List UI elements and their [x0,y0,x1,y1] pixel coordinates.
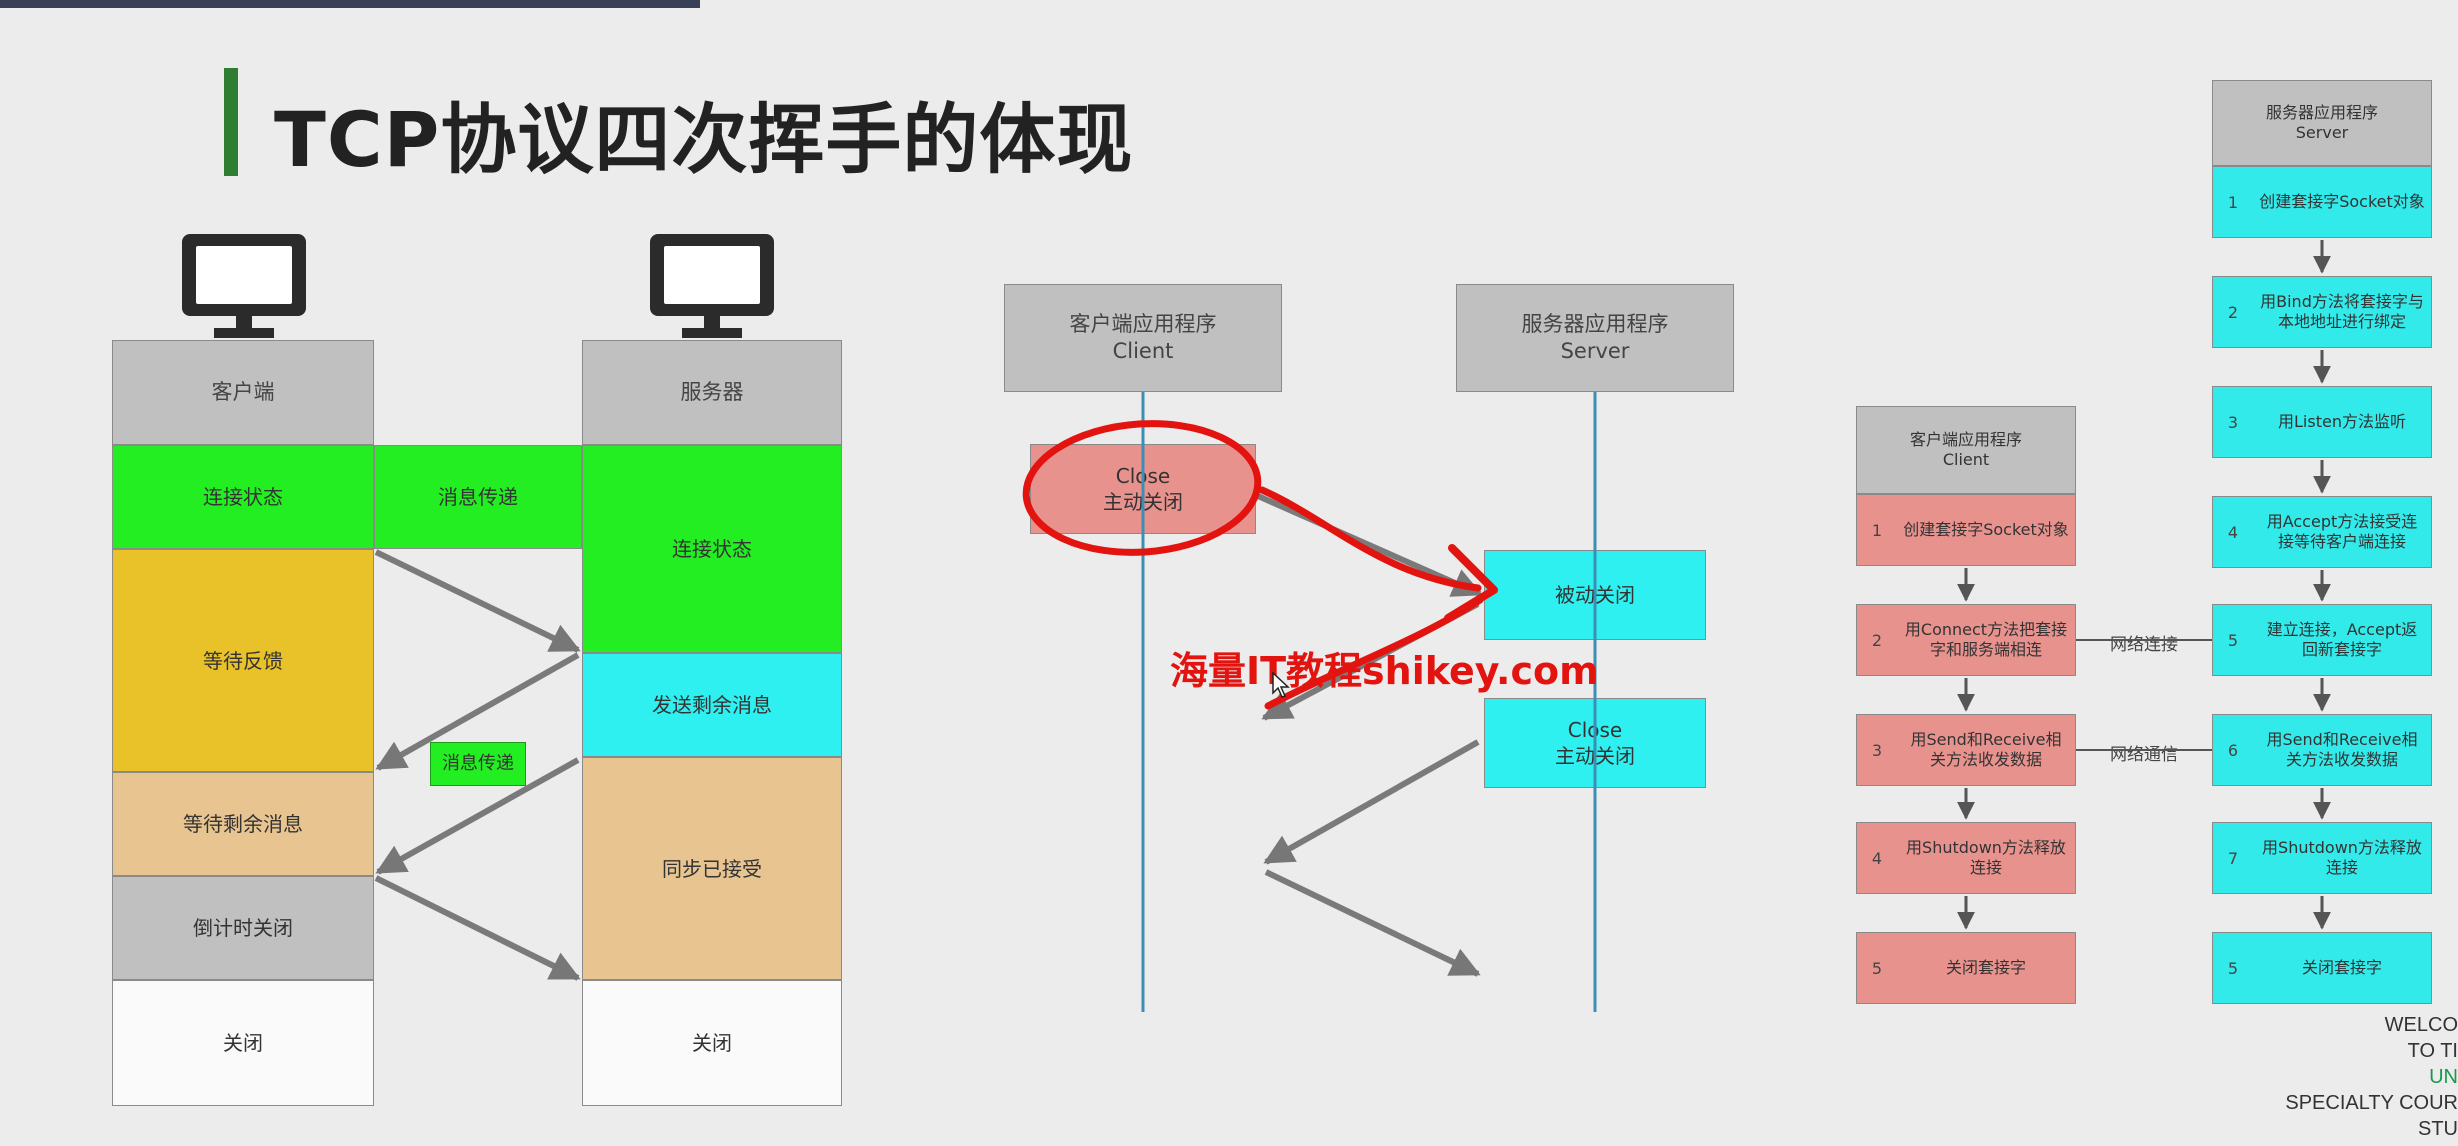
mouse-cursor-icon [1272,671,1290,698]
client-state-wait-remaining: 等待剩余消息 [112,772,374,876]
server-header: 服务器 [582,340,842,445]
client-state-wait-feedback: 等待反馈 [112,549,374,772]
message-transfer-label: 消息传递 [430,742,526,786]
flow-client-step-4-text: 用Shutdown方法释放连接 [1906,838,2066,877]
flow-client-step-3-num: 3 [1871,740,1883,760]
server-state-connected: 连接状态 [582,445,842,653]
flow-server-step-4: 4 用Accept方法接受连接等待客户端连接 [2212,496,2432,568]
flow-server-step-5-num: 5 [2227,630,2239,650]
left-arrow-1 [374,549,581,653]
server-state-synced: 同步已接受 [582,757,842,980]
corner-line-2: TO TI [2407,1040,2458,1062]
flow-client-step-1: 1 创建套接字Socket对象 [1856,494,2076,566]
mid-arrow-3 [1263,739,1480,865]
flow-server-step-7: 7 用Shutdown方法释放连接 [2212,822,2432,894]
left-arrow-3 [375,757,580,875]
flow-server-step-4-text: 用Accept方法接受连接等待客户端连接 [2266,512,2418,551]
flow-server-step-7-num: 7 [2227,848,2239,868]
server-state-closed: 关闭 [582,980,842,1106]
flow-server-step-7-text: 用Shutdown方法释放连接 [2262,838,2422,877]
flow-server-step-3-text: 用Listen方法监听 [2278,412,2406,431]
mid-client-header: 客户端应用程序 Client [1004,284,1282,392]
flow-server-step-2: 2 用Bind方法将套接字与本地地址进行绑定 [2212,276,2432,348]
flow-server-step-6-num: 6 [2227,740,2239,760]
watermark-text: 海量IT教程shikey.com [1170,649,1599,693]
flow-client-step-4: 4 用Shutdown方法释放连接 [1856,822,2076,894]
red-circle-annotation [1022,420,1262,556]
flow-server-step-1-num: 1 [2227,192,2239,212]
red-arrow-stroke-2 [1264,596,1484,710]
page-title: TCP协议四次挥手的体现 [274,95,1134,184]
client-monitor-icon [178,230,310,342]
flow-server-step-6-text: 用Send和Receive相关方法收发数据 [2266,730,2418,769]
left-arrow-2 [375,652,580,771]
flow-server-header-en: Server [2295,123,2349,142]
flow-client-step-3-text: 用Send和Receive相关方法收发数据 [1910,730,2062,769]
flow-client-step-5-num: 5 [1871,958,1883,978]
mid-server-header: 服务器应用程序 Server [1456,284,1734,392]
top-strip [0,0,700,8]
corner-line-3: UN [2429,1066,2458,1088]
mid-client-header-cn: 客户端应用程序 [1069,311,1217,336]
flow-server-step-8: 5 关闭套接字 [2212,932,2432,1004]
flow-server-step-2-text: 用Bind方法将套接字与本地地址进行绑定 [2260,292,2424,331]
left-arrow-4 [374,875,581,981]
title-accent-bar [224,68,238,176]
flow-server-step-6: 6 用Send和Receive相关方法收发数据 [2212,714,2432,786]
flow-server-step-8-num: 5 [2227,958,2239,978]
flow-server-header: 服务器应用程序 Server [2212,80,2432,166]
flow-server-step-5: 5 建立连接，Accept返回新套接字 [2212,604,2432,676]
flow-server-header-cn: 服务器应用程序 [2265,103,2378,122]
mid-server-header-cn: 服务器应用程序 [1521,311,1669,336]
flow-client-step-1-num: 1 [1871,520,1883,540]
flow-server-step-5-text: 建立连接，Accept返回新套接字 [2266,620,2418,659]
client-state-countdown-close: 倒计时关闭 [112,876,374,980]
flow-client-step-4-num: 4 [1871,848,1883,868]
flow-client-step-2: 2 用Connect方法把套接字和服务端相连 [1856,604,2076,676]
flow-server-step-4-num: 4 [2227,522,2239,542]
flow-server-step-1-text: 创建套接字Socket对象 [2259,192,2425,211]
server-monitor-icon [646,230,778,342]
flow-server-step-8-text: 关闭套接字 [2301,958,2382,977]
corner-line-4: SPECIALTY COUR [2285,1092,2458,1114]
message-transfer-band: 消息传递 [374,445,582,549]
flow-client-step-3: 3 用Send和Receive相关方法收发数据 [1856,714,2076,786]
server-state-send-remaining: 发送剩余消息 [582,653,842,757]
flow-client-header: 客户端应用程序 Client [1856,406,2076,494]
corner-line-5: STU [2418,1118,2458,1140]
mid-arrow-4 [1264,869,1481,977]
corner-welcome-text: WELCO TO TI UN SPECIALTY COUR STU [2285,1012,2458,1142]
client-state-connected: 连接状态 [112,445,374,549]
red-arrow-annotation [1258,486,1482,592]
flow-server-step-3-num: 3 [2227,412,2239,432]
mid-server-header-en: Server [1560,339,1630,363]
flow-client-header-cn: 客户端应用程序 [1909,430,2022,449]
corner-line-1: WELCO [2384,1014,2458,1036]
flow-client-step-1-text: 创建套接字Socket对象 [1903,520,2069,539]
flow-client-header-en: Client [1942,450,1990,469]
flow-server-step-1: 1 创建套接字Socket对象 [2212,166,2432,238]
client-state-closed: 关闭 [112,980,374,1106]
flow-client-step-2-text: 用Connect方法把套接字和服务端相连 [1904,620,2068,659]
flow-client-step-2-num: 2 [1871,630,1883,650]
mid-client-header-en: Client [1112,339,1174,363]
flow-server-step-2-num: 2 [2227,302,2239,322]
client-header: 客户端 [112,340,374,445]
flow-client-step-5-text: 关闭套接字 [1945,958,2026,977]
flow-server-step-3: 3 用Listen方法监听 [2212,386,2432,458]
flow-client-step-5: 5 关闭套接字 [1856,932,2076,1004]
